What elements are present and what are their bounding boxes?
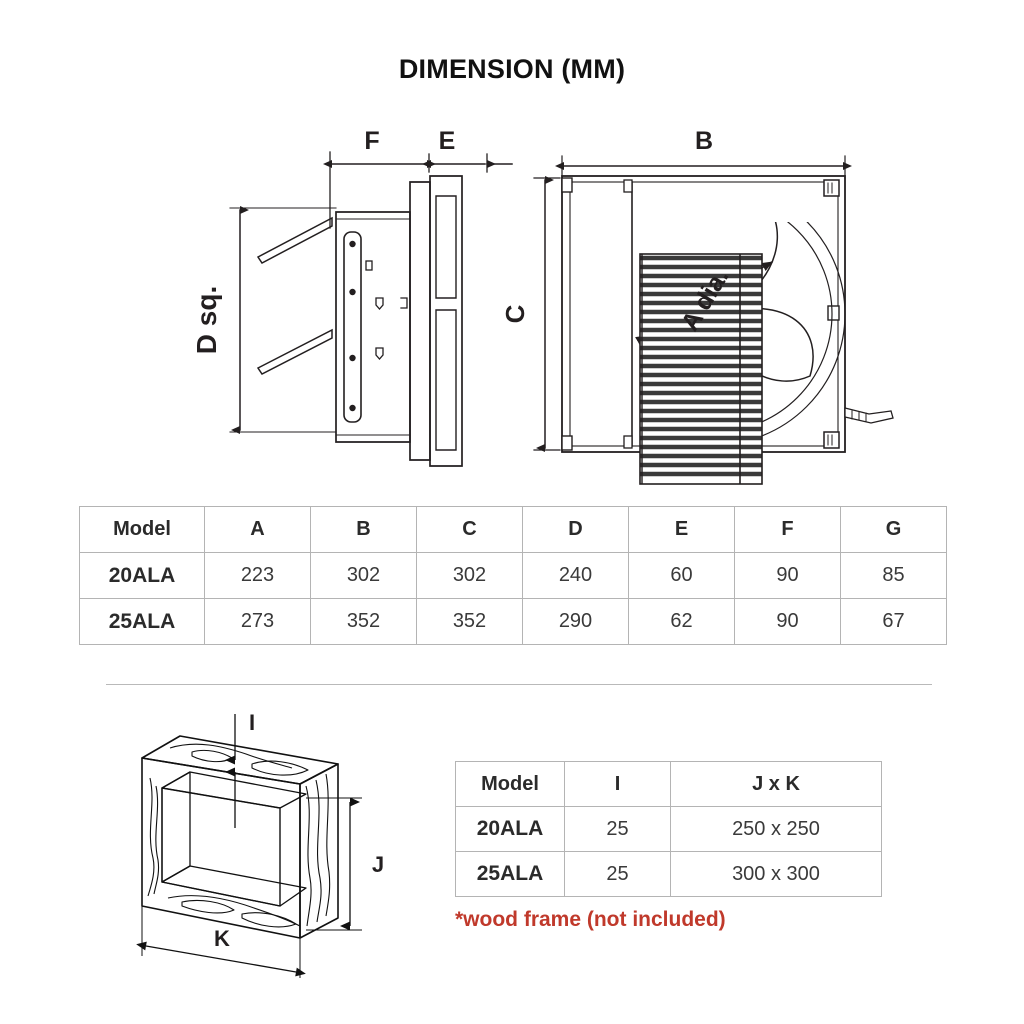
dimension-drawings: F E D sq. B C A dia. bbox=[0, 120, 1024, 490]
cell-model: 25ALA bbox=[455, 851, 565, 897]
cell-c: 352 bbox=[416, 598, 523, 645]
header-model: Model bbox=[79, 506, 205, 553]
table-row: 25ALA 273 352 352 290 62 90 67 bbox=[79, 598, 947, 645]
cell-a: 223 bbox=[204, 552, 311, 599]
cell-d: 290 bbox=[522, 598, 629, 645]
table-row: 20ALA 25 250 x 250 bbox=[455, 806, 882, 852]
section-divider bbox=[106, 684, 932, 685]
cell-c: 302 bbox=[416, 552, 523, 599]
header-b: B bbox=[310, 506, 417, 553]
wood-frame-table: Model I J x K 20ALA 25 250 x 250 25ALA 2… bbox=[455, 761, 882, 897]
front-view-width-b-label: B bbox=[695, 127, 713, 155]
side-view-height-d-label: D sq. bbox=[191, 286, 222, 354]
cell-i: 25 bbox=[564, 806, 671, 852]
header-d: D bbox=[522, 506, 629, 553]
page-title: DIMENSION (MM) bbox=[398, 54, 626, 84]
front-view-height-c-label: C bbox=[500, 304, 530, 323]
cell-d: 240 bbox=[522, 552, 629, 599]
wood-frame-width-k-label: K bbox=[214, 926, 230, 951]
cell-model: 20ALA bbox=[455, 806, 565, 852]
cell-e: 62 bbox=[628, 598, 735, 645]
header-a: A bbox=[204, 506, 311, 553]
front-view-drawing bbox=[533, 155, 894, 485]
wood-frame-thickness-i-label: I bbox=[249, 710, 255, 735]
cell-jxk: 250 x 250 bbox=[670, 806, 882, 852]
dimension-table: Model A B C D E F G 20ALA 223 302 302 24… bbox=[79, 506, 947, 645]
cell-g: 85 bbox=[840, 552, 947, 599]
table-header-row: Model I J x K bbox=[455, 761, 882, 807]
cell-a: 273 bbox=[204, 598, 311, 645]
table-row: 25ALA 25 300 x 300 bbox=[455, 851, 882, 897]
cell-b: 352 bbox=[310, 598, 417, 645]
wood-frame-height-j-label: J bbox=[372, 852, 384, 877]
cell-i: 25 bbox=[564, 851, 671, 897]
wood-frame-note: *wood frame (not included) bbox=[455, 908, 726, 931]
cell-f: 90 bbox=[734, 598, 841, 645]
cell-e: 60 bbox=[628, 552, 735, 599]
header-c: C bbox=[416, 506, 523, 553]
header-f: F bbox=[734, 506, 841, 553]
table-header-row: Model A B C D E F G bbox=[79, 506, 947, 553]
header-i: I bbox=[564, 761, 671, 807]
cell-f: 90 bbox=[734, 552, 841, 599]
side-view-depth-f-label: F bbox=[364, 127, 379, 155]
side-view-depth-e-label: E bbox=[439, 127, 456, 155]
cell-jxk: 300 x 300 bbox=[670, 851, 882, 897]
wood-frame-drawing: I J K bbox=[110, 706, 410, 996]
header-g: G bbox=[840, 506, 947, 553]
header-model: Model bbox=[455, 761, 565, 807]
cell-g: 67 bbox=[840, 598, 947, 645]
header-jxk: J x K bbox=[670, 761, 882, 807]
header-e: E bbox=[628, 506, 735, 553]
cell-model: 25ALA bbox=[79, 598, 205, 645]
table-row: 20ALA 223 302 302 240 60 90 85 bbox=[79, 552, 947, 599]
cell-b: 302 bbox=[310, 552, 417, 599]
cell-model: 20ALA bbox=[79, 552, 205, 599]
side-view-drawing bbox=[229, 151, 513, 467]
